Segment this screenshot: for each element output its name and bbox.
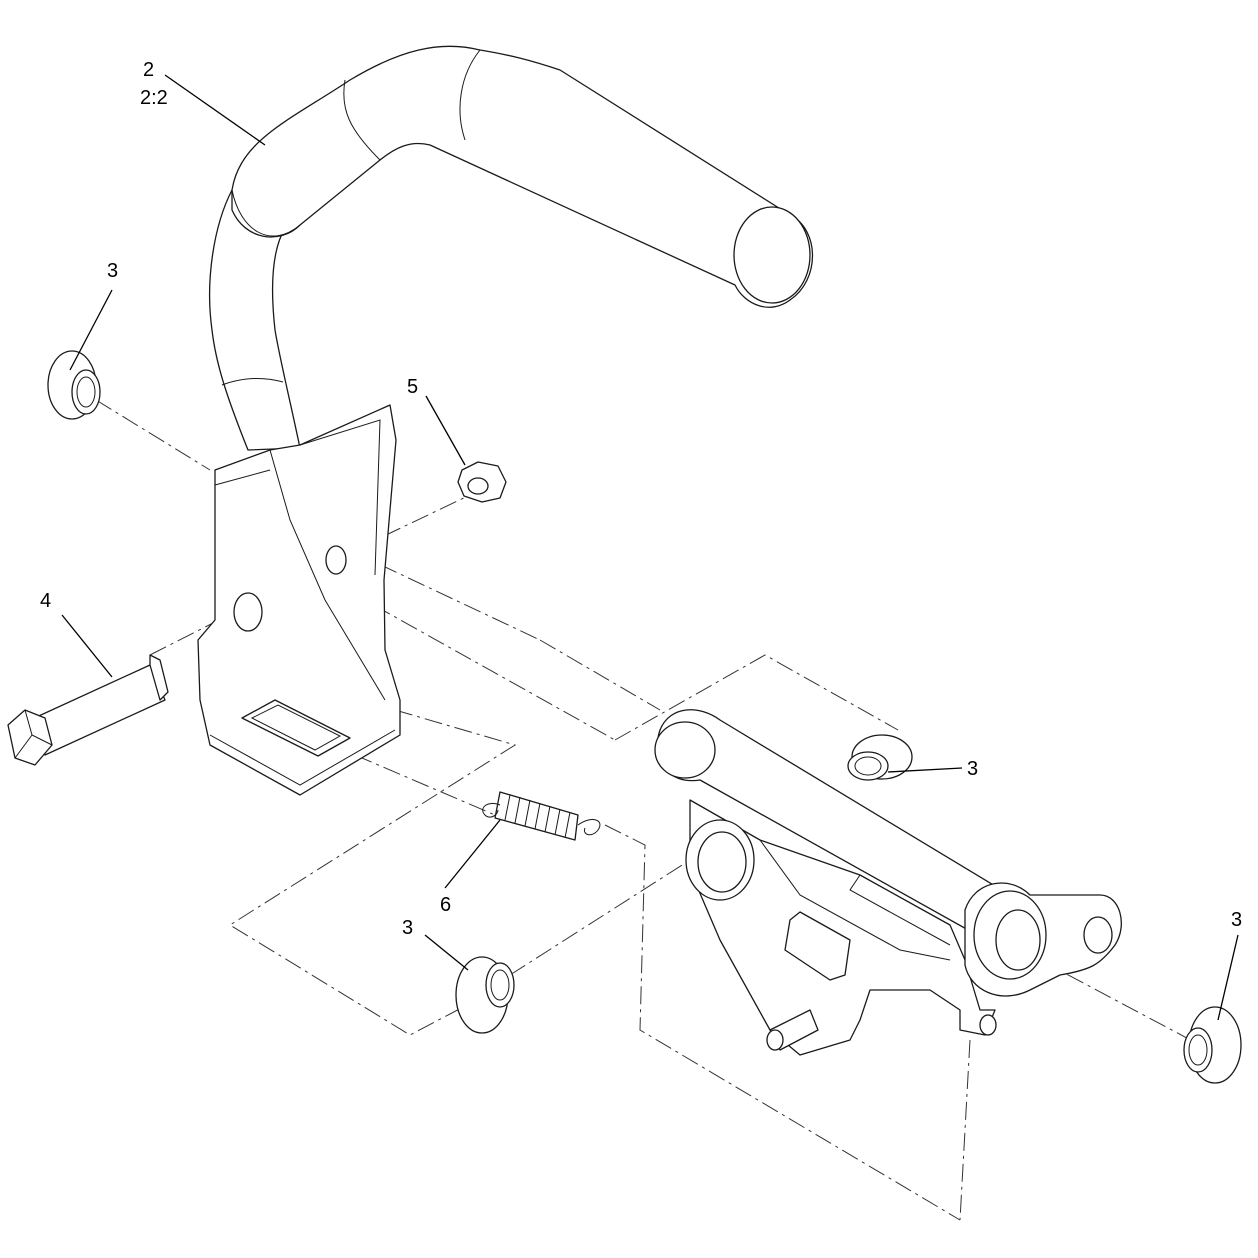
callout-5: 5 [407, 376, 418, 398]
bushing-far-right [1183, 1006, 1242, 1084]
leader-lines [61, 74, 1239, 1021]
pivot-bracket-assembly [654, 709, 1122, 1056]
callout-2-reference: 2:2 [140, 87, 168, 109]
bushing-top-left [47, 350, 101, 420]
callout-3-bottom-mid: 3 [402, 917, 413, 939]
bolt [7, 654, 169, 766]
callout-6: 6 [440, 894, 451, 916]
callout-4: 4 [40, 590, 51, 612]
callout-labels: 2 2:2 3 5 4 3 6 3 3 [40, 59, 1242, 939]
hex-nut [457, 461, 507, 503]
bushing-right-mid [847, 734, 913, 781]
callout-3-right-mid: 3 [967, 758, 978, 780]
callout-3-far-right: 3 [1231, 909, 1242, 931]
handle-assembly [197, 45, 813, 796]
extension-spring [482, 791, 601, 841]
bushing-bottom-mid [455, 956, 515, 1034]
callout-2-item: 2 [143, 59, 154, 81]
callout-3-top-left: 3 [107, 260, 118, 282]
